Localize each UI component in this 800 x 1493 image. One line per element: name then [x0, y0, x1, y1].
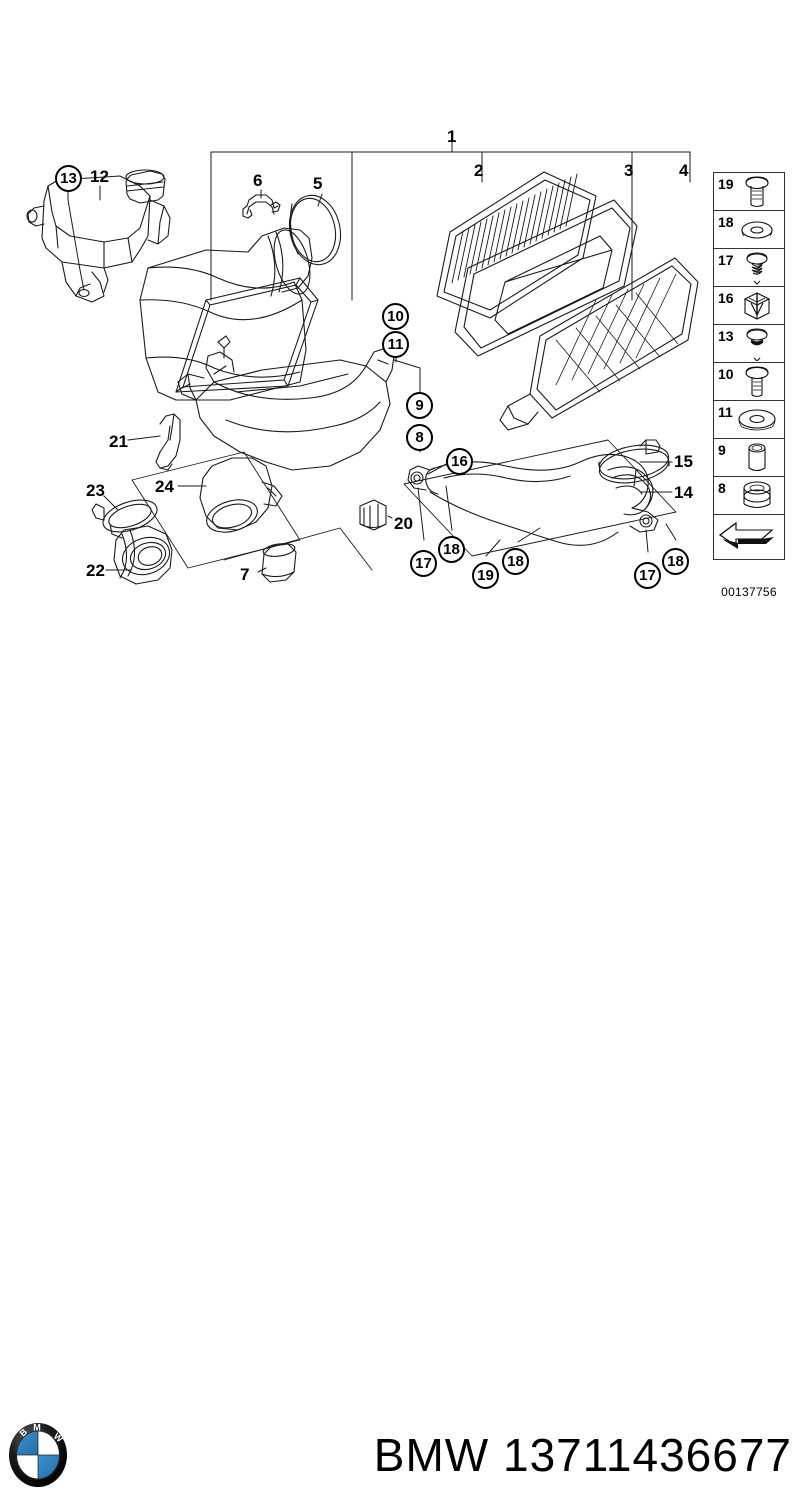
- coarse-thread-screw-icon: [734, 325, 780, 362]
- legend-row-arrow: [714, 515, 784, 559]
- callout-21: 21: [109, 432, 128, 451]
- callout-leaders: [67, 185, 677, 573]
- callout-16-circled: 16: [446, 448, 473, 475]
- callout-6: 6: [253, 171, 263, 190]
- diagram-id-code: 00137756: [721, 585, 777, 599]
- legend-row-17: 17: [714, 249, 784, 287]
- part-22-intake-duct: [113, 525, 173, 585]
- legend-row-8: 8: [714, 477, 784, 515]
- legend-number-11: 11: [718, 404, 733, 420]
- legend-row-19: 19: [714, 173, 784, 211]
- legend-row-18: 18: [714, 211, 784, 249]
- rubber-bushing-icon: [734, 477, 780, 514]
- legend-row-16: 16: [714, 287, 784, 325]
- callout-5: 5: [313, 174, 323, 193]
- part-4-filter-mesh: [499, 257, 699, 431]
- callout-18-center-circled: 18: [502, 548, 529, 575]
- hardware-legend: 19 18 17: [713, 172, 785, 560]
- hex-bolt-icon: [734, 363, 780, 400]
- callout-19-circled: 19: [472, 562, 499, 589]
- part-number-caption: BMW 13711436677: [373, 1429, 792, 1481]
- spacer-sleeve-icon: [734, 439, 780, 476]
- callout-18-left-circled: 18: [438, 536, 465, 563]
- callout-18-right-circled: 18: [662, 548, 689, 575]
- large-washer-icon: [734, 401, 780, 438]
- part-6-clamp: [242, 194, 281, 219]
- legend-row-13: 13: [714, 325, 784, 363]
- callout-2: 2: [474, 161, 484, 180]
- callout-9-circled: 9: [406, 392, 433, 419]
- self-tapping-screw-icon: [734, 249, 780, 286]
- part-5-seal-ring: [288, 194, 342, 266]
- callout-7: 7: [240, 565, 250, 584]
- callout-1: 1: [447, 127, 457, 146]
- legend-number-19: 19: [718, 176, 734, 192]
- callout-15: 15: [674, 452, 693, 471]
- parts-artwork: [26, 141, 699, 585]
- part-21-bracket: [155, 413, 181, 471]
- exploded-parts-diagram: 1 2 3 4 5 6 12 15 14 21 23 24 22 7 20 13…: [0, 0, 800, 700]
- footer-bar: B M W BMW 13711436677: [0, 700, 800, 1487]
- legend-row-11: 11: [714, 401, 784, 439]
- phantom-outlines: [131, 439, 677, 571]
- callout-22: 22: [86, 561, 105, 580]
- part-14-air-duct: [407, 453, 659, 546]
- part-2-filter-element: [436, 171, 597, 319]
- airbox-lower-housing: [177, 347, 395, 471]
- callout-3: 3: [624, 161, 634, 180]
- part-12-resonator: [26, 169, 171, 303]
- part-3-filter-frame: [454, 199, 638, 357]
- legend-row-10: 10: [714, 363, 784, 401]
- callout-11-circled: 11: [382, 331, 409, 358]
- assembly-bracket: [210, 141, 691, 301]
- legend-number-8: 8: [718, 480, 726, 496]
- svg-text:M: M: [33, 1423, 41, 1433]
- legend-number-18: 18: [718, 214, 734, 230]
- legend-number-10: 10: [718, 366, 734, 382]
- part-24-intake-snorkel: [199, 457, 283, 533]
- part-15-hose-clamp: [598, 439, 670, 487]
- legend-number-16: 16: [718, 290, 734, 306]
- callout-20: 20: [394, 514, 413, 533]
- callout-4: 4: [679, 161, 689, 180]
- legend-number-17: 17: [718, 252, 734, 268]
- callout-17-right-circled: 17: [634, 562, 661, 589]
- callout-24: 24: [155, 477, 174, 496]
- direction-arrow-icon: [714, 515, 782, 559]
- callout-8-circled: 8: [406, 424, 433, 451]
- expanding-clip-icon: [734, 287, 780, 324]
- callout-10-circled: 10: [382, 303, 409, 330]
- flat-washer-icon: [734, 211, 780, 248]
- callout-17-left-circled: 17: [410, 550, 437, 577]
- legend-number-9: 9: [718, 442, 726, 458]
- callout-13-circled: 13: [55, 165, 82, 192]
- bmw-roundel-logo: B M W: [8, 1422, 68, 1488]
- legend-number-13: 13: [718, 328, 734, 344]
- airbox-upper-housing: [139, 227, 319, 401]
- part-23-clamp: [91, 499, 158, 539]
- callout-23: 23: [86, 481, 105, 500]
- callout-14: 14: [674, 483, 693, 502]
- hex-bolt-icon: [734, 173, 780, 210]
- legend-row-9: 9: [714, 439, 784, 477]
- callout-12: 12: [90, 167, 109, 186]
- part-20-clip: [359, 499, 387, 531]
